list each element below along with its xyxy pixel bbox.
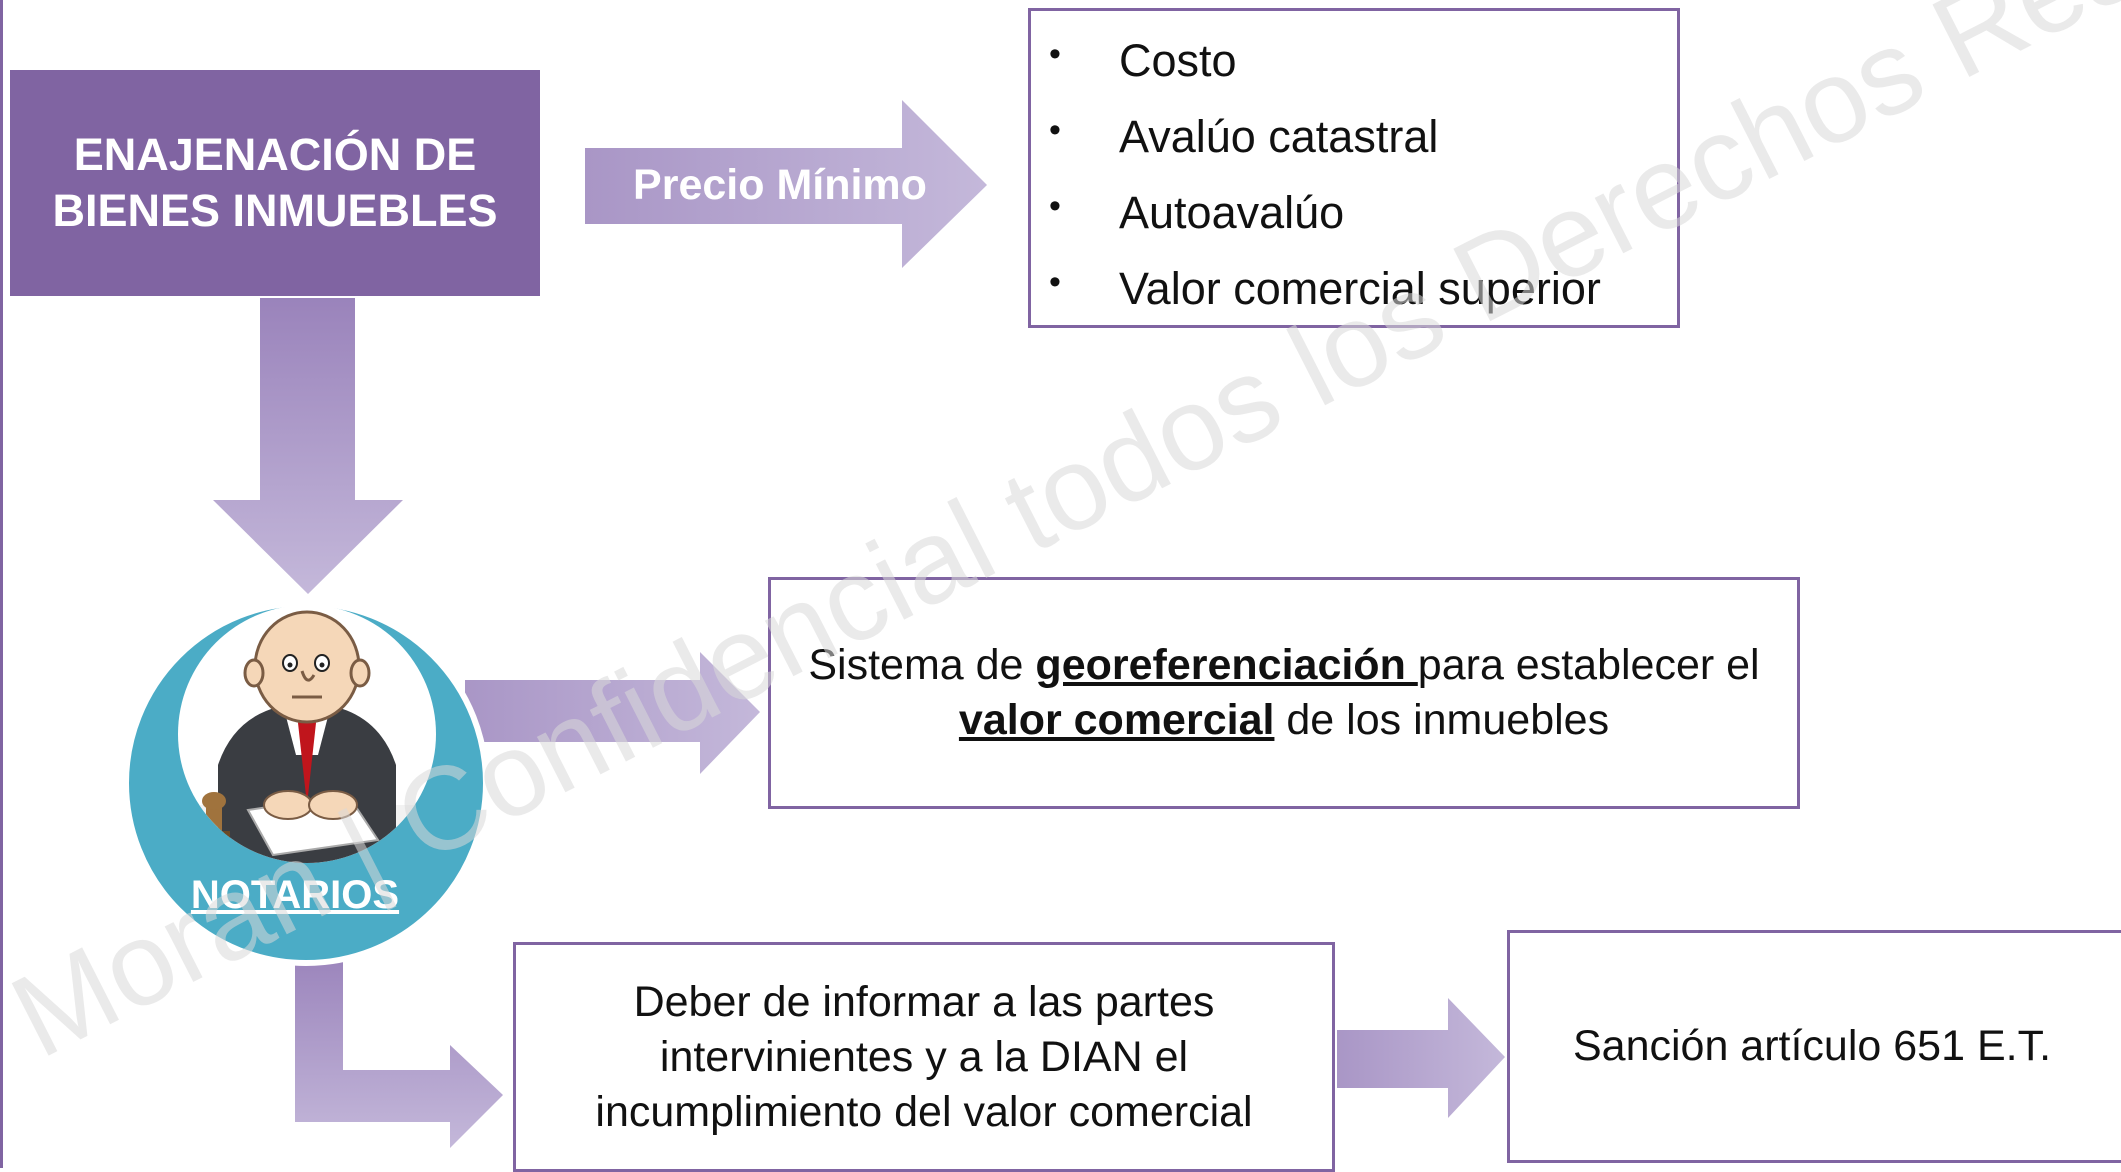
notarios-label: NOTARIOS [190,873,400,917]
bullet-icon: • [1049,263,1061,301]
duty-line-3: incumplimiento del valor comercial [595,1087,1253,1136]
sanction-box: Sanción artículo 651 E.T. [1507,930,2121,1163]
list-item-text: Costo [1119,35,1237,86]
duty-to-sanction-arrow [1337,998,1505,1118]
precio-minimo-arrow [585,100,987,268]
list-item-text: Autoavalúo [1119,187,1345,238]
geo-text-2: para establecer el [1417,641,1760,689]
bullet-icon: • [1049,187,1061,225]
notary-illustration-icon [178,605,436,863]
duty-line-1: Deber de informar a las partes [633,977,1215,1026]
geo-text-1: Sistema de [808,641,1036,689]
list-item-text: Avalúo catastral [1119,111,1439,162]
bullet-icon: • [1049,35,1061,73]
notarios-to-geo-arrow [465,652,760,774]
left-edge-line [0,0,3,1168]
geo-bold-2: valor comercial [958,696,1275,744]
geo-text-3: de los inmuebles [1274,696,1610,744]
bullet-icon: • [1049,111,1061,149]
precio-minimo-label: Precio Mínimo [633,161,927,209]
title-box: ENAJENACIÓN DE BIENES INMUEBLES [10,70,540,296]
title-line-1: ENAJENACIÓN DE [73,129,477,180]
duty-to-inform-box: Deber de informar a las partes intervini… [513,942,1335,1172]
notarios-to-duty-arrow [295,950,503,1148]
down-arrow [213,298,403,594]
list-item-text: Valor comercial superior [1119,263,1601,314]
georeferencing-box: Sistema de georeferenciación para establ… [768,577,1800,809]
duty-line-2: intervinientes y a la DIAN el [659,1032,1189,1081]
title-line-2: BIENES INMUEBLES [52,185,498,236]
sanction-text: Sanción artículo 651 E.T. [1572,1022,2052,1070]
geo-bold-1: georeferenciación [1035,641,1418,689]
price-options-box: • Costo • Avalúo catastral • Autoavalúo … [1028,8,1680,328]
